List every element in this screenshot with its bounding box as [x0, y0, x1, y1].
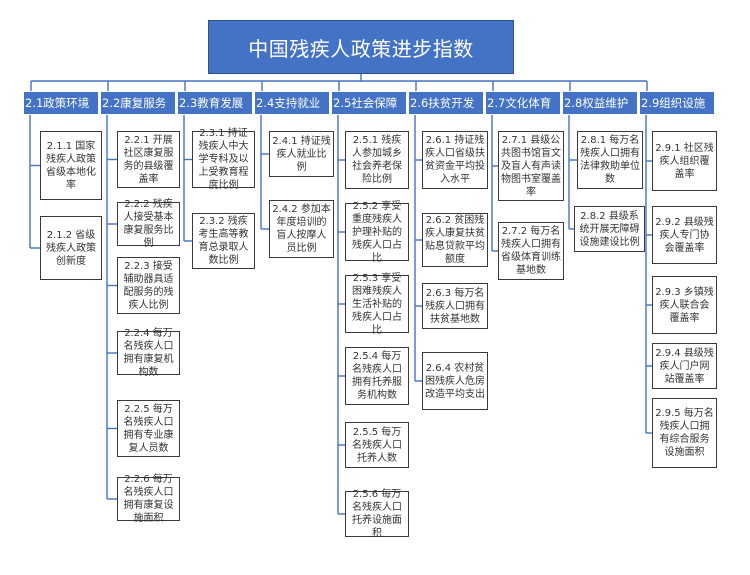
indicator-2-5-3: 2.5.3 享受困难残疾人生活补贴的残疾人口占比 [345, 273, 409, 336]
column-header-culture-sports: 2.7文化体育 [485, 91, 561, 115]
indicator-2-8-1: 2.8.1 每万名残疾人口拥有法律救助单位数 [577, 131, 643, 189]
indicator-2-4-1: 2.4.1 持证残疾人就业比例 [269, 131, 334, 177]
indicator-2-9-3: 2.9.3 乡镇残疾人联合会覆盖率 [652, 276, 717, 334]
indicator-2-9-2: 2.9.2 县级残疾人专门协会覆盖率 [652, 206, 717, 264]
indicator-2-9-4: 2.9.4 县级残疾人门户网站覆盖率 [652, 343, 717, 389]
column-header-poverty-alleviation: 2.6扶贫开发 [408, 91, 484, 115]
column-header-social-security: 2.5社会保障 [331, 91, 407, 115]
indicator-2-1-2: 2.1.2 省级残疾人政策创新度 [40, 216, 102, 280]
diagram-title: 中国残疾人政策进步指数 [208, 20, 514, 74]
indicator-2-2-6: 2.2.6 每万名残疾人口拥有康复设施面积 [117, 474, 180, 524]
column-header-rights-protection: 2.8权益维护 [562, 91, 638, 115]
indicator-2-6-4: 2.6.4 农村贫困残疾人危房改造平均支出 [422, 352, 488, 410]
indicator-2-9-5: 2.9.5 每万名残疾人口拥有综合服务设施面积 [652, 398, 717, 468]
indicator-2-7-2: 2.7.2 每万名残疾人口拥有省级体育训练基地数 [498, 222, 564, 280]
indicator-2-5-1: 2.5.1 残疾人参加城乡社会养老保险比例 [345, 131, 409, 189]
indicator-2-2-1: 2.2.1 开展社区康复服务的县级覆盖率 [117, 131, 180, 188]
indicator-2-4-2: 2.4.2 参加本年度培训的盲人按摩人员比例 [269, 200, 334, 258]
indicator-2-6-1: 2.6.1 持证残疾人口省级扶贫资金平均投入水平 [422, 131, 488, 189]
column-header-rehabilitation: 2.2康复服务 [100, 91, 176, 115]
indicator-2-5-6: 2.5.6 每万名残疾人口托养设施面积 [345, 489, 409, 539]
indicator-2-9-1: 2.9.1 社区残疾人组织覆盖率 [652, 131, 717, 191]
indicator-2-1-1: 2.1.1 国家残疾人政策省级本地化率 [40, 131, 102, 200]
column-header-policy-environment: 2.1政策环境 [23, 91, 99, 115]
indicator-2-6-3: 2.6.3 每万名残疾人口拥有扶贫基地数 [422, 283, 488, 329]
column-header-education: 2.3教育发展 [177, 91, 253, 115]
indicator-2-2-5: 2.2.5 每万名残疾人口拥有专业康复人员数 [117, 400, 180, 457]
indicator-2-5-4: 2.5.4 每万名残疾人口拥有托养服务机构数 [345, 347, 409, 405]
indicator-2-2-3: 2.2.3 接受辅助器具适配服务的残疾人比例 [117, 257, 180, 314]
indicator-2-5-2: 2.5.2 享受重度残疾人护理补贴的残疾人口占比 [345, 201, 409, 264]
indicator-2-3-1: 2.3.1 持证残疾人中大学专科及以上受教育程度比例 [192, 128, 255, 191]
indicator-2-2-4: 2.2.4 每万名残疾人口拥有康复机构数 [117, 328, 180, 378]
indicator-2-2-2: 2.2.2 残疾人接受基本康复服务比例 [117, 199, 180, 249]
column-header-organization-facilities: 2.9组织设施 [639, 91, 715, 115]
indicator-2-3-2: 2.3.2 残疾考生高等教育总录取人数比例 [192, 213, 255, 269]
column-header-employment: 2.4支持就业 [254, 91, 330, 115]
indicator-2-7-1: 2.7.1 县级公共图书馆盲文及盲人有声读物图书室覆盖率 [498, 131, 564, 201]
indicator-2-8-2: 2.8.2 县级系统开展无障碍设施建设比例 [574, 206, 645, 252]
indicator-2-6-2: 2.6.2 贫困残疾人康复扶贫贴息贷款平均额度 [422, 213, 488, 267]
indicator-2-5-5: 2.5.5 每万名残疾人口托养人数 [345, 422, 409, 468]
